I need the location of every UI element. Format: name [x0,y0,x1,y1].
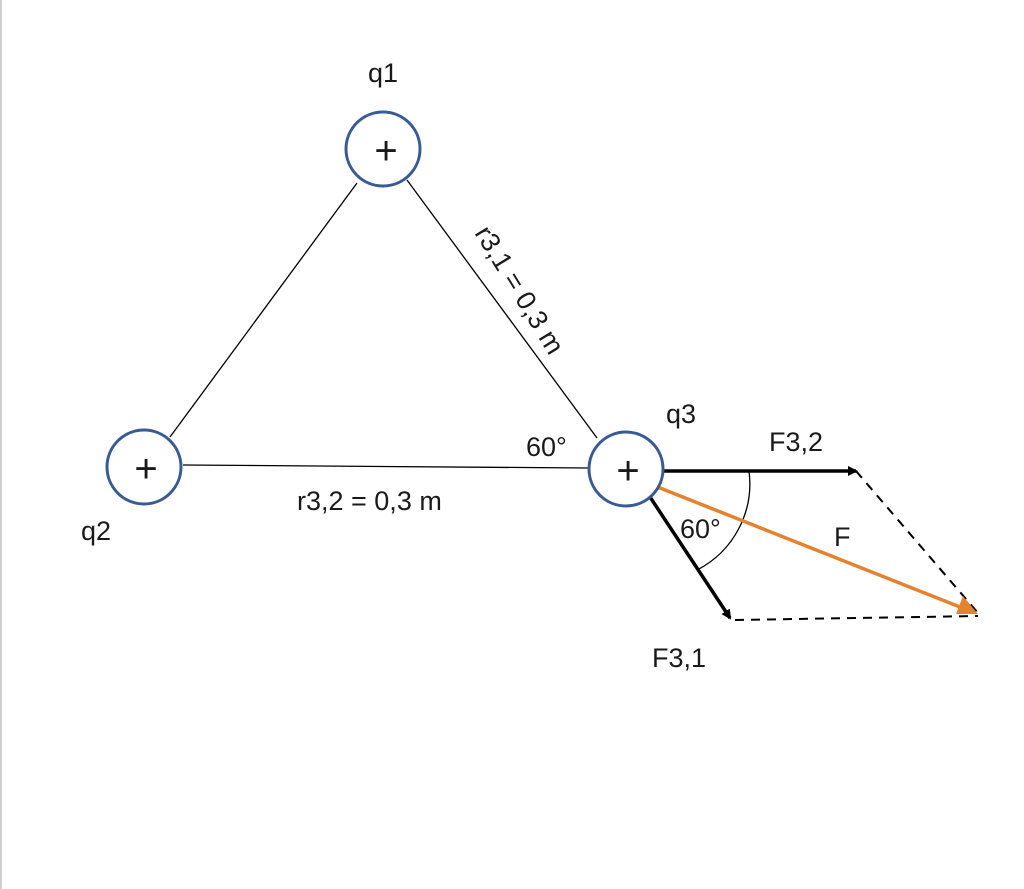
label-triangle-angle: 60° [526,432,567,462]
label-resultant-f: F [834,522,851,552]
label-force-angle: 60° [680,514,721,544]
charge-q2: + [105,428,183,506]
force-angle-arc [696,470,751,571]
side-q2-q3 [182,464,589,469]
label-q1: q1 [368,58,398,88]
force-vector-f31 [648,496,732,620]
side-q1-q3 [406,179,598,439]
dashed-line-f31-to-f [734,615,979,621]
label-r32: r3,2 = 0,3 m [297,486,442,516]
charge-q1-sign: + [374,129,397,173]
side-q1-q2 [169,182,358,438]
label-f32: F3,2 [769,427,823,457]
label-q3: q3 [666,399,696,429]
charge-q1: + [344,110,422,188]
resultant-force-vector [654,484,961,609]
label-f31: F3,1 [652,643,706,673]
charge-q2-sign: + [134,447,157,491]
charge-q3: + [587,430,665,508]
label-q2: q2 [81,516,111,546]
resultant-force-arrowhead [956,596,978,614]
label-r31: r3,1 = 0,3 m [469,220,570,359]
charge-q3-sign: + [616,449,639,493]
